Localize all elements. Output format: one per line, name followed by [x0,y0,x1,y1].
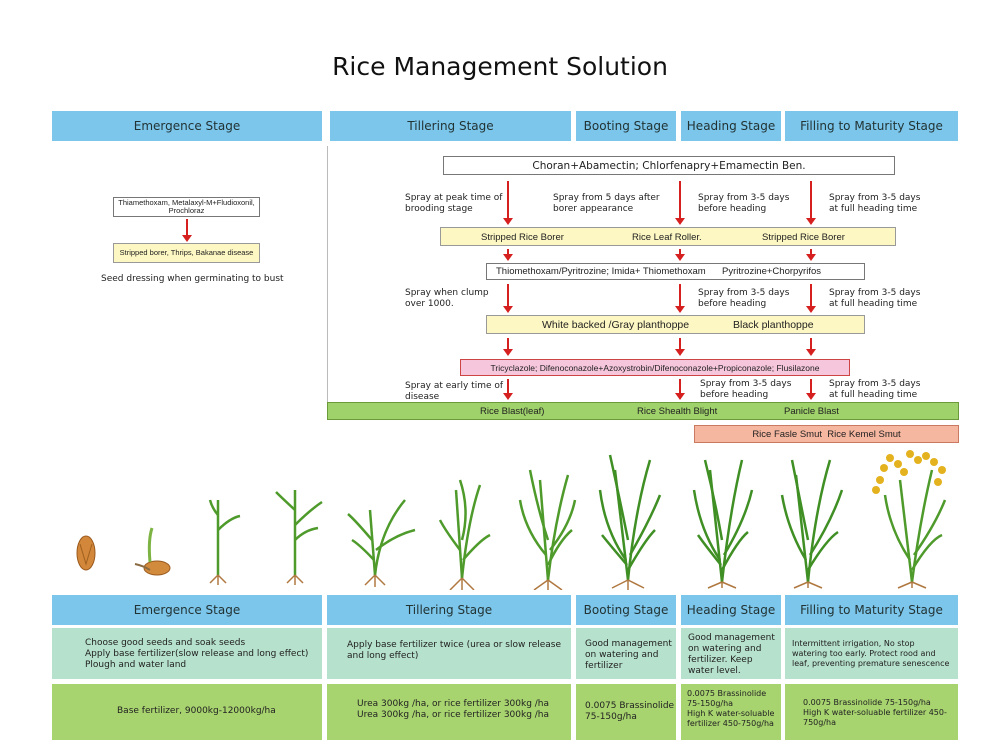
row1-chem: Choran+Abamectin; Chlorfenapry+Emamectin… [532,159,806,172]
stage-label: Emergence Stage [133,603,241,617]
arrow-icon [503,249,513,261]
practice-cell: Apply base fertilizer twice (urea or slo… [327,628,571,679]
arrow-icon [503,379,513,400]
row3-disease: Rice Blast(leaf) [480,406,545,417]
arrow-icon [503,338,513,356]
sprout-icon [134,527,171,576]
stage-label: Filling to Maturity Stage [800,119,943,133]
row1-pests-box: Stripped Rice Borer Rice Leaf Roller. St… [440,227,896,246]
stage-label: Tillering Stage [407,119,494,133]
arrow-icon [503,181,513,225]
row3-note: Spray from 3-5 days before heading [700,379,792,400]
bottom-stage-booting: Booting Stage [576,595,676,625]
row3-note: Spray from 3-5 days at full heading time [829,379,921,400]
practice-cell: Intermittent irrigation, No stop waterin… [785,628,958,679]
arrow-icon [806,338,816,356]
booting-plant-icon [598,454,662,581]
row2-pest: Black planthoppe [733,319,814,331]
row2-note: Spray from 3-5 days before heading [698,288,790,309]
row2-chem-box: Thiomethoxam/Pyritrozine; Imida+ Thiomet… [486,263,865,280]
mature-plant-icon [872,450,947,583]
stage-label: Emergence Stage [133,119,241,133]
arrow-icon [675,284,685,313]
row1-pest: Rice Leaf Roller. [632,232,702,243]
row3-disease: Panicle Blast [784,406,839,417]
seedling-icon [208,499,241,575]
emergence-note: Seed dressing when germinating to bust [101,274,284,284]
arrow-icon [806,379,816,400]
row3-disease-bar: Rice Blast(leaf) Rice Shealth Blight Pan… [327,402,959,420]
arrow-icon [806,181,816,225]
stage-label: Booting Stage [583,603,669,617]
seed-icon [76,535,96,571]
practice-cell: Choose good seeds and soak seeds Apply b… [52,628,322,679]
stage-label: Booting Stage [583,119,669,133]
seedling-icon [275,490,323,575]
heading-plant-icon [780,459,844,583]
row1-pest: Stripped Rice Borer [481,232,564,243]
top-stage-tillering: Tillering Stage [330,111,571,141]
bottom-stage-filling: Filling to Maturity Stage [785,595,958,625]
arrow-icon [675,338,685,356]
row3-disease: Rice Shealth Blight [637,406,718,417]
stage-label: Heading Stage [686,119,776,133]
row2-chem: Pyritrozine+Chorpyrifos [722,266,821,277]
stage-label: Tillering Stage [405,603,493,617]
fertilizer-cell: Base fertilizer, 9000kg-12000kg/ha [52,684,322,740]
row3-chem: Tricyclazole; Difenoconazole+Azoxystrobi… [490,362,820,373]
fertilizer-cell: 0.0075 Brassinolide 75-150g/ha High K wa… [681,684,781,740]
top-stage-filling: Filling to Maturity Stage [785,111,958,141]
row1-pest: Stripped Rice Borer [762,232,845,243]
top-stage-booting: Booting Stage [576,111,676,141]
fertilizer-cell: 0.0075 Brassinolide 75-150g/ha High K wa… [785,684,958,740]
stage-label: Heading Stage [686,603,776,617]
plant-growth-illustration [76,450,947,590]
tillering-plant-icon [518,469,577,581]
top-stage-heading: Heading Stage [681,111,781,141]
emergence-pests-box: Stripped borer, Thrips, Bakanae disease [113,243,260,263]
practice-cell: Good management on watering and fertiliz… [576,628,676,679]
emergence-chem: Thiamethoxam, Metalaxyl-M+Fludioxonil, P… [118,198,255,215]
arrow-icon [675,379,685,400]
row2-chem: Thiomethoxam/Pyritrozine; Imida+ Thiomet… [496,266,706,277]
row2-note: Spray when clump over 1000. [405,288,489,309]
arrow-icon [806,284,816,313]
smut-box: Rice Fasle Smut Rice Kemel Smut [694,425,959,443]
row3-note: Spray at early time of disease [405,381,504,402]
bottom-stage-emergence: Emergence Stage [52,595,322,625]
arrow-icon [182,219,192,242]
arrow-icon [675,249,685,261]
top-stage-emergence: Emergence Stage [52,111,322,141]
row1-chem-box: Choran+Abamectin; Chlorfenapry+Emamectin… [443,156,895,175]
page-title: Rice Management Solution [332,52,668,81]
arrow-icon [806,249,816,261]
arrow-icon [503,284,513,313]
smut-label: Rice Fasle Smut Rice Kemel Smut [752,428,901,440]
row3-chem-box: Tricyclazole; Difenoconazole+Azoxystrobi… [460,359,850,376]
bottom-stage-heading: Heading Stage [681,595,781,625]
fertilizer-cell: 0.0075 Brassinolide 75-150g/ha [576,684,676,740]
row1-note: Spray from 3-5 days before heading [698,193,790,214]
fertilizer-cell: Urea 300kg /ha, or rice fertilizer 300kg… [327,684,571,740]
emergence-pests: Stripped borer, Thrips, Bakanae disease [119,248,254,257]
row1-note: Spray from 5 days after borer appearance [553,193,660,214]
row1-note: Spray from 3-5 days at full heading time [829,193,921,214]
stage-label: Filling to Maturity Stage [800,603,943,617]
heading-plant-icon [692,459,754,583]
arrow-icon [675,181,685,225]
divider [327,146,328,419]
row2-pests-box: White backed /Gray planthoppe Black plan… [486,315,865,334]
row1-note: Spray at peak time of brooding stage [405,193,503,214]
practice-cell: Good management on watering and fertiliz… [681,628,781,679]
bottom-stage-tillering: Tillering Stage [327,595,571,625]
young-plant-icon [347,499,416,576]
young-plant-icon [438,479,491,579]
roots-icon [209,574,927,590]
emergence-chem-box: Thiamethoxam, Metalaxyl-M+Fludioxonil, P… [113,197,260,217]
row2-pest: White backed /Gray planthoppe [542,319,690,331]
row2-note: Spray from 3-5 days at full heading time [829,288,921,309]
